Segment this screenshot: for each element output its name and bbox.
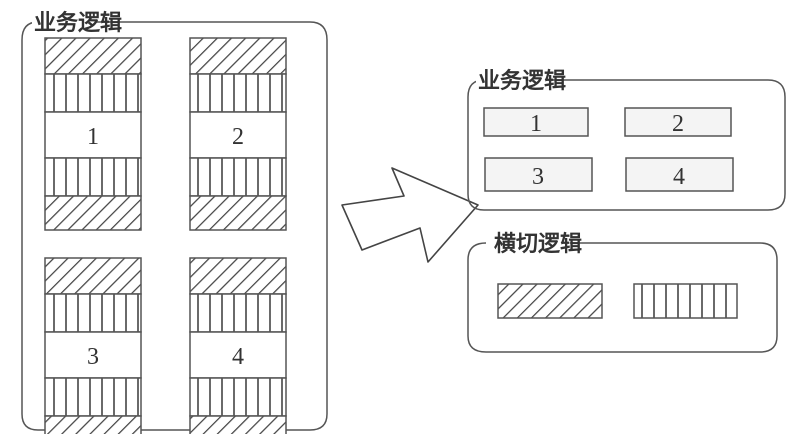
crosscut-title: 横切逻辑	[494, 231, 582, 257]
business-part	[189, 111, 287, 159]
business-module-4: 4	[625, 157, 734, 192]
crosscut-striped-part	[44, 293, 142, 333]
business-module-3: 3	[484, 157, 593, 192]
crosscut-striped-part	[189, 73, 287, 113]
module-number: 2	[232, 124, 244, 150]
transform-arrow-icon	[341, 167, 479, 263]
left-module-1: 1	[44, 37, 142, 231]
crosscut-hatched-block	[497, 283, 603, 319]
module-number: 4	[232, 344, 244, 370]
business-module-2: 2	[624, 107, 732, 137]
left-module-3: 3	[44, 257, 142, 434]
right-business-panel: 业务逻辑 1 2 3 4	[467, 66, 786, 211]
left-module-2: 2	[189, 37, 287, 231]
crosscut-striped-part	[189, 293, 287, 333]
crosscut-hatched-part	[189, 415, 287, 434]
crosscut-striped-part	[189, 377, 287, 417]
crosscut-striped-block	[633, 283, 738, 319]
crosscut-hatched-part	[44, 195, 142, 231]
crosscut-striped-part	[44, 157, 142, 197]
right-business-title: 业务逻辑	[478, 68, 566, 94]
crosscut-hatched-part	[189, 257, 287, 295]
crosscut-striped-part	[44, 377, 142, 417]
crosscut-striped-part	[189, 157, 287, 197]
svg-text:2: 2	[672, 111, 684, 137]
business-part	[44, 331, 142, 379]
left-business-panel: 业务逻辑	[21, 8, 328, 431]
module-number: 3	[87, 344, 99, 370]
business-module-1: 1	[483, 107, 589, 137]
svg-text:1: 1	[530, 111, 542, 137]
crosscut-hatched-part	[189, 195, 287, 231]
right-crosscut-panel: 横切逻辑	[467, 228, 778, 353]
svg-text:4: 4	[673, 164, 685, 190]
left-module-4: 4	[189, 257, 287, 434]
crosscut-striped-part	[44, 73, 142, 113]
crosscut-hatched-part	[44, 415, 142, 434]
crosscut-hatched-part	[44, 257, 142, 295]
business-part	[189, 331, 287, 379]
module-number: 1	[87, 124, 99, 150]
crosscut-hatched-part	[44, 37, 142, 75]
svg-text:3: 3	[532, 164, 544, 190]
crosscut-hatched-part	[189, 37, 287, 75]
left-panel-title: 业务逻辑	[34, 10, 122, 36]
